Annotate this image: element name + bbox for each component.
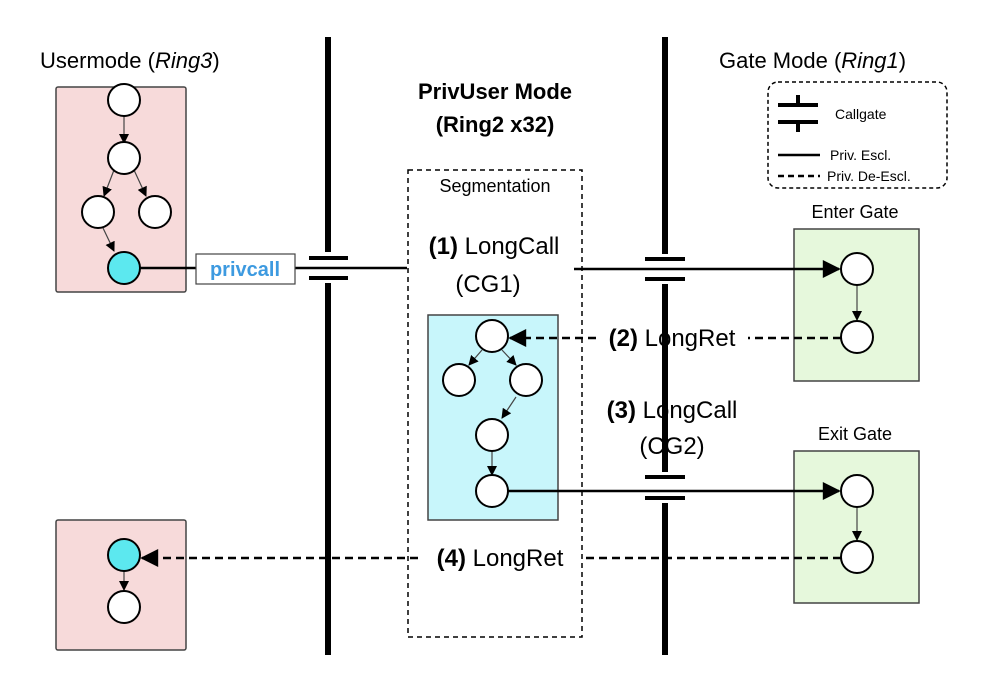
graph-node	[475, 319, 509, 353]
graph-node	[840, 474, 874, 508]
exit-gate-label: Exit Gate	[818, 424, 892, 444]
legend-deescl-label: Priv. De-Escl.	[827, 168, 911, 184]
segmentation-box	[407, 169, 583, 638]
step-3-label: (3) LongCall	[607, 397, 738, 424]
step-1-sub: (CG1)	[455, 271, 520, 298]
graph-node	[840, 540, 874, 574]
privcall-label: privcall	[210, 259, 280, 281]
graph-node	[840, 252, 874, 286]
step-3-sub: (CG2)	[639, 433, 704, 460]
callgate-cg2	[645, 475, 685, 500]
legend-box	[767, 81, 948, 189]
graph-node	[107, 141, 141, 175]
edge	[468, 349, 483, 366]
privuser-title: PrivUser Mode	[418, 79, 572, 104]
graph-node	[475, 418, 509, 452]
callgate-cg0	[309, 256, 348, 280]
edge	[501, 349, 517, 366]
gatemode-title: Gate Mode (Ring1)	[719, 48, 906, 73]
segmentation-label: Segmentation	[439, 176, 550, 196]
step-4-label: (4) LongRet	[437, 545, 564, 572]
graph-node	[840, 320, 874, 354]
graph-node	[107, 83, 141, 117]
graph-node	[442, 363, 476, 397]
enter-gate-label: Enter Gate	[811, 202, 898, 222]
graph-node	[475, 474, 509, 508]
graph-node-active	[107, 538, 141, 572]
edge	[102, 169, 115, 197]
graph-node	[81, 195, 115, 229]
graph-node-active	[107, 251, 141, 285]
graph-node	[107, 590, 141, 624]
callgate-cg1	[645, 257, 685, 281]
edge	[501, 396, 517, 419]
step-2-label: (2) LongRet	[609, 325, 736, 352]
legend-callgate-label: Callgate	[835, 106, 887, 122]
usermode-title: Usermode (Ring3)	[40, 48, 220, 73]
legend-callgate-icon	[778, 95, 818, 132]
graph-node	[509, 363, 543, 397]
privcall-box	[195, 253, 296, 285]
edge	[102, 227, 115, 252]
step-1-label: (1) LongCall	[429, 233, 560, 260]
edge	[133, 169, 147, 197]
legend-escl-label: Priv. Escl.	[830, 147, 891, 163]
graph-node	[138, 195, 172, 229]
privuser-subtitle: (Ring2 x32)	[436, 112, 555, 137]
